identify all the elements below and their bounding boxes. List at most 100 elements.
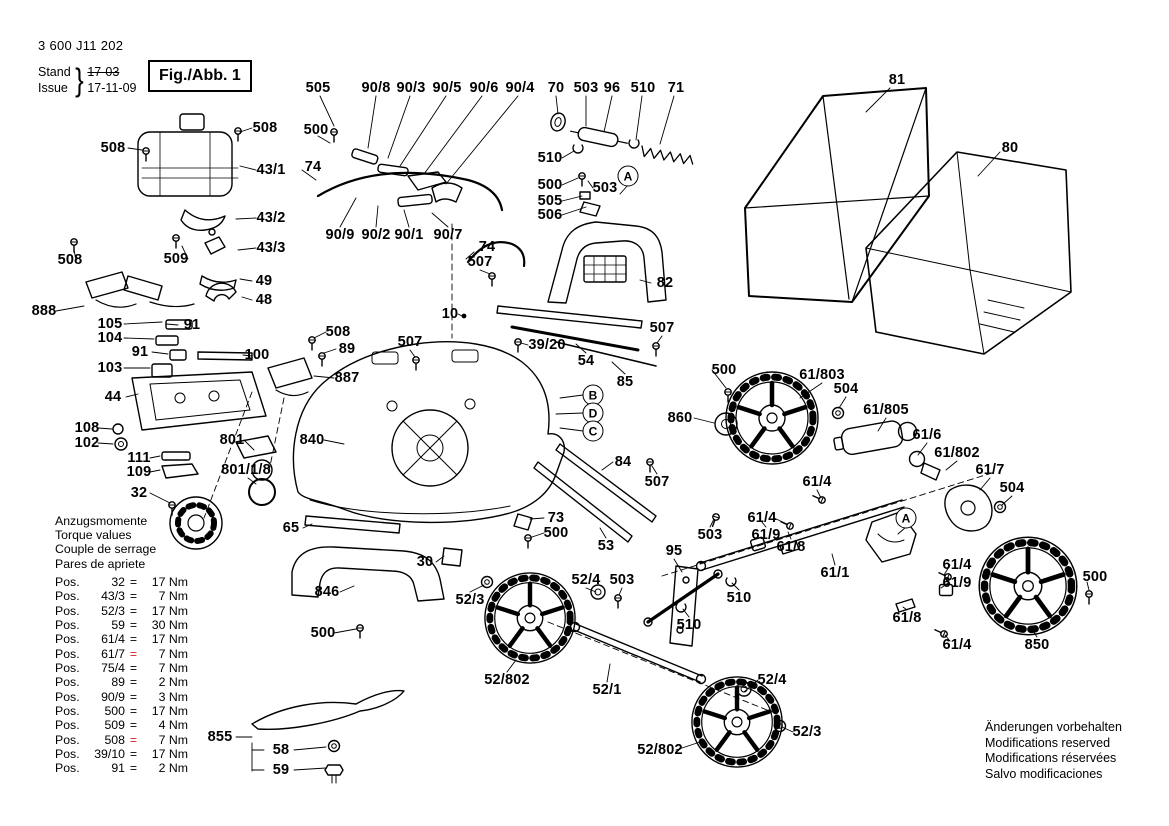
sector-gear-drawing xyxy=(199,275,237,302)
part-label-507: 507 xyxy=(649,320,675,336)
part-label-105: 105 xyxy=(97,316,123,332)
figure-label-box: Fig./Abb. 1 xyxy=(148,60,252,92)
part-label-500: 500 xyxy=(537,177,563,193)
part-label-74: 74 xyxy=(478,239,496,255)
wheel-drawing xyxy=(485,372,1077,767)
fastener-glyphs xyxy=(70,127,1093,639)
rear-axle-drawing xyxy=(695,406,1007,639)
part-label-96: 96 xyxy=(603,80,621,96)
part-label-71: 71 xyxy=(667,80,685,96)
leader-lines xyxy=(55,87,1090,772)
part-label-90-8: 90/8 xyxy=(361,80,391,96)
superseded-date: 17-03 xyxy=(87,65,120,79)
part-label-507: 507 xyxy=(467,254,493,270)
part-label-90-4: 90/4 xyxy=(505,80,535,96)
part-label-111: 111 xyxy=(127,450,151,466)
part-label-61-7: 61/7 xyxy=(975,462,1005,478)
torque-row: Pos.508=7 Nm xyxy=(55,732,188,747)
callout-letter-a: A xyxy=(617,165,639,187)
torque-row: Pos.52/3=17 Nm xyxy=(55,603,188,618)
part-label-74: 74 xyxy=(304,159,322,175)
part-label-850: 850 xyxy=(1024,637,1050,653)
part-label-65: 65 xyxy=(282,520,300,536)
torque-row: Pos.32=17 Nm xyxy=(55,574,188,589)
part-label-509: 509 xyxy=(163,251,189,267)
document-part-number: 3 600 J11 202 xyxy=(38,38,124,53)
part-label-61-9: 61/9 xyxy=(942,575,972,591)
torque-row: Pos.89=2 Nm xyxy=(55,675,188,690)
issue-date: 17-11-09 xyxy=(87,81,137,95)
part-label-52-4: 52/4 xyxy=(757,672,787,688)
part-label-61-9: 61/9 xyxy=(751,527,781,543)
part-label-43-2: 43/2 xyxy=(256,210,286,226)
part-label-504: 504 xyxy=(833,381,859,397)
part-label-54: 54 xyxy=(577,353,595,369)
part-label-504: 504 xyxy=(999,480,1025,496)
torque-title-line: Couple de serrage xyxy=(55,542,157,557)
rail-drawing xyxy=(496,305,657,367)
part-label-52-3: 52/3 xyxy=(792,724,822,740)
issue-dates: 17-03 17-11-09 xyxy=(87,64,136,96)
part-label-85: 85 xyxy=(616,374,634,390)
torque-row: Pos.91=2 Nm xyxy=(55,761,188,776)
part-label-109: 109 xyxy=(126,464,152,480)
part-label-508: 508 xyxy=(252,120,278,136)
left-bracket-cluster-drawing xyxy=(85,271,253,378)
callout-letter-c: C xyxy=(582,420,604,442)
torque-title-line: Torque values xyxy=(55,528,132,543)
part-label-503: 503 xyxy=(573,80,599,96)
mower-deck-drawing xyxy=(292,341,565,567)
torque-title-line: Anzugsmomente xyxy=(55,514,148,528)
part-label-510: 510 xyxy=(676,617,702,633)
footer-note-line: Modifications réservées xyxy=(985,751,1117,765)
part-label-58: 58 xyxy=(272,742,290,758)
part-label-52-1: 52/1 xyxy=(592,682,622,698)
part-label-887: 887 xyxy=(334,370,360,386)
document-header: 3 600 J11 202 Stand Issue } 17-03 17-11-… xyxy=(38,38,136,96)
part-label-505: 505 xyxy=(537,193,563,209)
part-label-855: 855 xyxy=(207,729,233,745)
axis-dashed-lines xyxy=(203,223,996,713)
part-label-61-8: 61/8 xyxy=(776,539,806,555)
part-label-52-3: 52/3 xyxy=(455,592,485,608)
part-label-500: 500 xyxy=(310,625,336,641)
part-label-30: 30 xyxy=(416,554,434,570)
part-label-52-4: 52/4 xyxy=(571,572,601,588)
part-label-70: 70 xyxy=(547,80,565,96)
part-label-500: 500 xyxy=(1082,569,1108,585)
issue-block: Stand Issue } 17-03 17-11-09 xyxy=(38,64,136,96)
part-label-888: 888 xyxy=(31,303,57,319)
part-label-510: 510 xyxy=(537,150,563,166)
part-label-43-3: 43/3 xyxy=(256,240,286,256)
part-label-61-8: 61/8 xyxy=(892,610,922,626)
part-label-73: 73 xyxy=(547,510,565,526)
callout-letter-a: A xyxy=(895,507,917,529)
part-label-90-1: 90/1 xyxy=(394,227,424,243)
cable-assembly-drawing xyxy=(550,112,694,217)
knob-latch-drawing xyxy=(112,423,199,479)
part-label-52-802: 52/802 xyxy=(484,672,530,688)
part-label-500: 500 xyxy=(711,362,737,378)
part-label-102: 102 xyxy=(74,435,100,451)
part-label-61-4: 61/4 xyxy=(942,557,972,573)
part-label-89: 89 xyxy=(338,341,356,357)
torque-row: Pos.509=4 Nm xyxy=(55,718,188,733)
part-label-507: 507 xyxy=(397,334,423,350)
part-label-32: 32 xyxy=(130,485,148,501)
footer-note-line: Modifications reserved xyxy=(985,735,1111,750)
part-label-61-805: 61/805 xyxy=(863,402,909,418)
part-label-61-1: 61/1 xyxy=(820,565,850,581)
part-label-90-3: 90/3 xyxy=(396,80,426,96)
torque-title-line: Pares de apriete xyxy=(55,556,146,571)
part-label-49: 49 xyxy=(255,273,273,289)
part-label-100: 100 xyxy=(244,347,270,363)
bumper-blade-drawing xyxy=(251,546,445,784)
part-label-104: 104 xyxy=(97,330,123,346)
part-label-61-803: 61/803 xyxy=(799,367,845,383)
part-label-508: 508 xyxy=(57,252,83,268)
side-strip-drawing xyxy=(533,443,723,647)
